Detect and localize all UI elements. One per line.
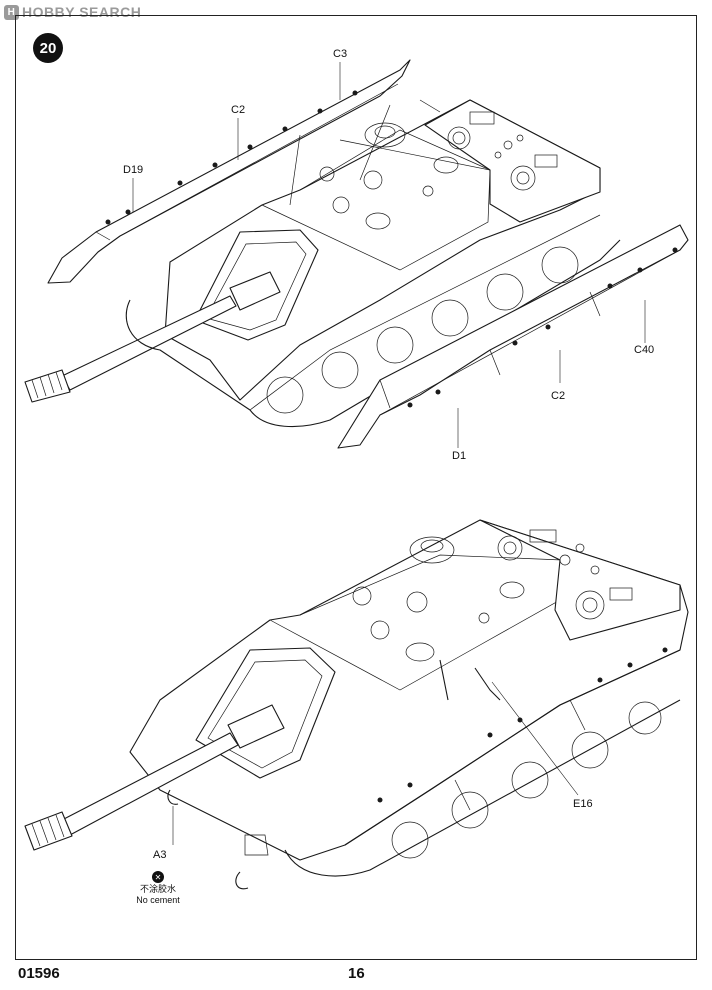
part-label-c3: C3 [333, 48, 348, 60]
watermark: H HOBBY SEARCH [4, 2, 141, 22]
no-cement-english: No cement [136, 895, 180, 905]
page-frame [15, 15, 697, 960]
watermark-text: HOBBY SEARCH [22, 4, 142, 20]
part-label-c2-top: C2 [231, 104, 246, 116]
part-label-e16: E16 [573, 798, 593, 810]
top-tank-drawing [24, 59, 689, 449]
bottom-tank-drawing [24, 519, 689, 890]
product-code: 01596 [18, 965, 60, 982]
no-cement-chinese: 不涂胶水 [139, 884, 176, 894]
part-label-c40: C40 [634, 344, 655, 356]
part-label-d19: D19 [123, 164, 144, 176]
part-label-c2-right: C2 [551, 390, 566, 402]
no-cement-note: ✕ 不涂胶水 No cement [128, 871, 188, 906]
page-number: 16 [348, 965, 365, 982]
step-number-badge: 20 [33, 33, 63, 63]
part-label-a3: A3 [153, 849, 167, 861]
no-glue-icon: ✕ [152, 871, 164, 883]
part-label-d1: D1 [452, 450, 467, 462]
